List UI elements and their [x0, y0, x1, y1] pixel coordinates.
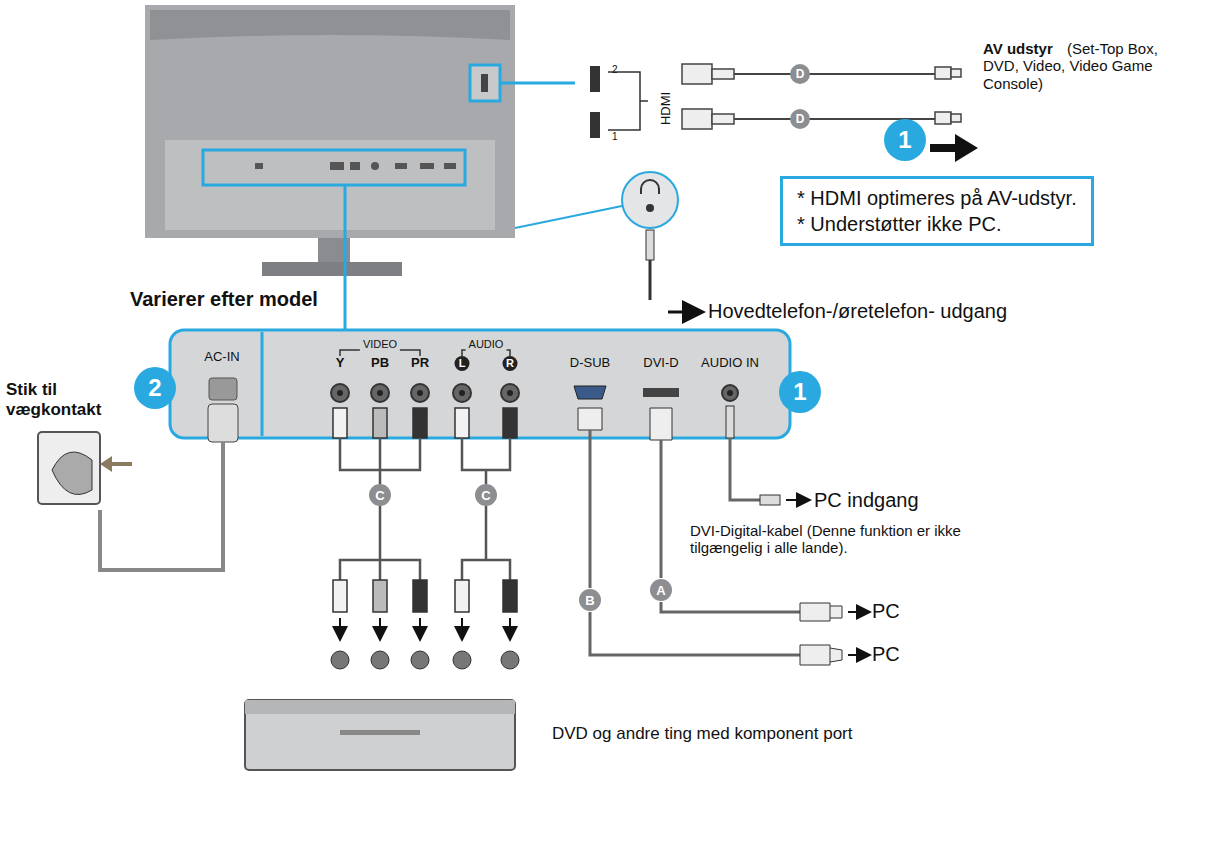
- callout-number: A: [656, 583, 665, 598]
- callout-number: D: [796, 67, 805, 81]
- label-text: Hovedtelefon-/øretelefon- udgang: [708, 300, 1007, 323]
- label-text: PC indgang: [814, 489, 919, 512]
- callout-circle: D: [790, 109, 810, 129]
- label-text: 2: [612, 64, 618, 76]
- label-text: L: [455, 356, 470, 371]
- label-text: PC: [872, 600, 900, 623]
- label-text: DVI-D: [643, 356, 678, 371]
- label-text: DVI-Digital-kabel (Denne funktion er ikk…: [690, 522, 970, 557]
- label-text: (Set-Top Box, DVD, Video, Video Game Con…: [983, 40, 1195, 92]
- callout-number: C: [375, 488, 384, 503]
- label-text: AC-IN: [204, 350, 239, 365]
- label-text: AUDIO: [466, 338, 507, 351]
- label-text: PB: [371, 356, 389, 371]
- callout-number: C: [481, 488, 490, 503]
- label-text: DVD og andre ting med komponent port: [552, 724, 853, 744]
- label-text: R: [503, 356, 518, 371]
- label-text: Y: [336, 356, 345, 371]
- label-text: 1: [612, 131, 618, 143]
- label-text: Stik til vægkontakt: [6, 380, 116, 419]
- callout-circle: 2: [134, 367, 176, 409]
- label-text: AUDIO IN: [701, 356, 759, 371]
- callout-number: 2: [148, 374, 161, 402]
- callout-circle: 1: [884, 119, 926, 161]
- callout-circle: C: [369, 484, 391, 506]
- label-text: HDMI: [659, 92, 674, 125]
- callout-number: 1: [898, 126, 911, 154]
- label-text: D-SUB: [570, 356, 610, 371]
- callout-number: B: [585, 593, 594, 608]
- label-text: PC: [872, 643, 900, 666]
- callout-circle: 1: [779, 371, 821, 413]
- callout-circle: A: [650, 579, 672, 601]
- label-text: Varierer efter model: [130, 288, 318, 311]
- callout-number: D: [796, 112, 805, 126]
- callout-circle: D: [790, 64, 810, 84]
- note-text: * Understøtter ikke PC.: [797, 211, 1077, 237]
- note-box: * HDMI optimeres på AV-udstyr.* Understø…: [780, 176, 1094, 246]
- label-text: PR: [411, 356, 429, 371]
- callout-number: 1: [793, 378, 806, 406]
- note-text: * HDMI optimeres på AV-udstyr.: [797, 185, 1077, 211]
- callout-circle: C: [475, 484, 497, 506]
- label-text: AV udstyr: [983, 40, 1053, 57]
- label-text: VIDEO: [360, 338, 400, 351]
- callout-circle: B: [579, 589, 601, 611]
